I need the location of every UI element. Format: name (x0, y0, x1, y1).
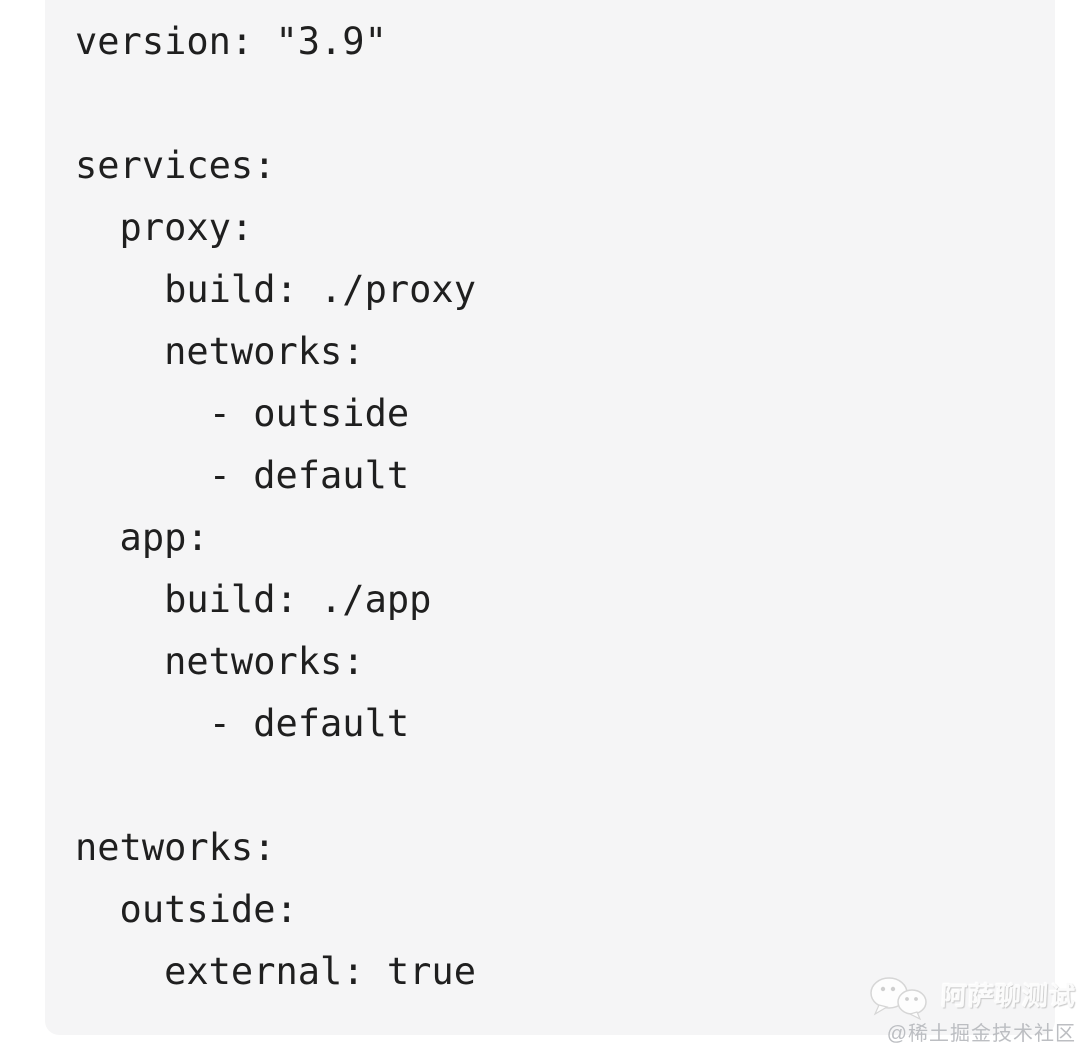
watermark-row: 阿萨聊测试 (865, 974, 1077, 1021)
yaml-code-block: version: "3.9" services: proxy: build: .… (75, 20, 476, 993)
watermark: 阿萨聊测试 @稀土掘金技术社区 (865, 974, 1077, 1046)
watermark-title: 阿萨聊测试 (940, 981, 1077, 1012)
watermark-subtitle: @稀土掘金技术社区 (886, 1023, 1076, 1045)
code-panel: version: "3.9" services: proxy: build: .… (45, 0, 1055, 1035)
chat-bubbles-icon (865, 974, 931, 1021)
